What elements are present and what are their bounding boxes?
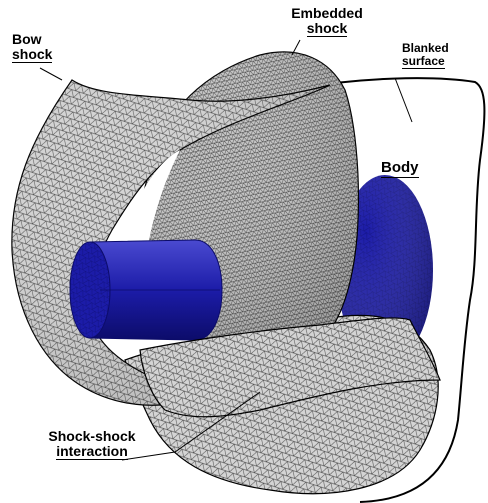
label-embedded-shock-line1: Embedded <box>291 5 363 21</box>
label-bow-shock-line1: Bow <box>12 31 42 47</box>
label-blanked-surface-line1: Blanked <box>402 41 449 55</box>
label-shock-shock-line2: interaction <box>56 444 128 461</box>
label-bow-shock: Bow shock <box>12 32 52 63</box>
leader-bow-shock <box>40 68 62 80</box>
label-embedded-shock: Embedded shock <box>283 6 371 37</box>
label-shock-shock-interaction: Shock-shock interaction <box>30 429 154 460</box>
label-body: Body <box>381 160 419 178</box>
label-shock-shock-line1: Shock-shock <box>48 428 135 444</box>
leader-blanked-surface <box>395 78 412 122</box>
label-embedded-shock-line2: shock <box>307 21 347 38</box>
label-blanked-surface: Blanked surface <box>402 42 449 69</box>
label-body-text: Body <box>381 160 419 178</box>
label-blanked-surface-line2: surface <box>402 55 445 70</box>
label-bow-shock-line2: shock <box>12 47 52 64</box>
